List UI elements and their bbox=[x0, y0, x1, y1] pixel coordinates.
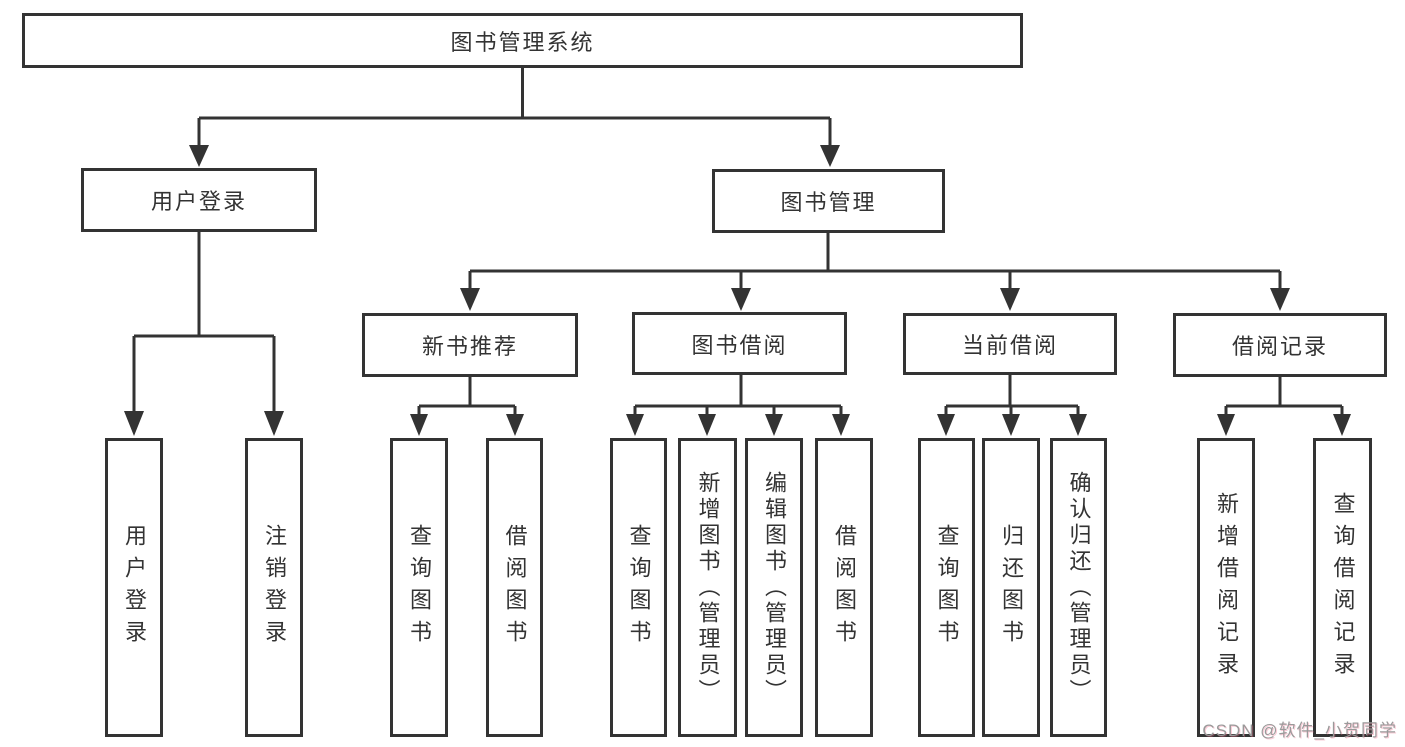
leaf-query-borrow-record-label: 查询借阅记录 bbox=[1330, 491, 1356, 684]
leaf-confirm-return-admin: 确认归还（管理员） bbox=[1050, 438, 1107, 737]
leaf-borrowing-query-books: 查询图书 bbox=[610, 438, 667, 737]
leaf-add-books-admin: 新增图书（管理员） bbox=[678, 438, 737, 737]
node-book-borrowing: 图书借阅 bbox=[632, 312, 847, 375]
leaf-current-query-books: 查询图书 bbox=[918, 438, 975, 737]
node-user-login: 用户登录 bbox=[81, 168, 317, 232]
connector-new-book-recommend-to-leaves bbox=[410, 377, 524, 436]
node-new-book-recommend: 新书推荐 bbox=[362, 313, 578, 377]
leaf-logout-label: 注销登录 bbox=[262, 523, 287, 652]
leaf-recommend-query-books: 查询图书 bbox=[390, 438, 448, 737]
node-user-login-label: 用户登录 bbox=[150, 189, 247, 214]
leaf-recommend-borrow-books: 借阅图书 bbox=[486, 438, 543, 737]
leaf-user-login-label: 用户登录 bbox=[122, 523, 147, 652]
node-new-book-recommend-label: 新书推荐 bbox=[421, 334, 518, 359]
csdn-watermark: CSDN @软件_小贺同学 bbox=[1202, 721, 1397, 740]
connector-root-to-level2 bbox=[189, 68, 840, 167]
leaf-borrowing-borrow-books: 借阅图书 bbox=[815, 438, 873, 737]
node-borrow-records: 借阅记录 bbox=[1173, 313, 1387, 377]
node-library-system: 图书管理系统 bbox=[22, 13, 1023, 68]
node-current-borrowing-label: 当前借阅 bbox=[961, 333, 1058, 358]
leaf-add-borrow-record-label: 新增借阅记录 bbox=[1214, 491, 1239, 684]
node-borrow-records-label: 借阅记录 bbox=[1231, 334, 1328, 359]
leaf-add-books-admin-label: 新增图书（管理员） bbox=[695, 470, 721, 705]
leaf-logout: 注销登录 bbox=[245, 438, 303, 737]
node-library-system-label: 图书管理系统 bbox=[450, 29, 595, 55]
node-current-borrowing: 当前借阅 bbox=[903, 313, 1117, 375]
node-book-borrowing-label: 图书借阅 bbox=[691, 332, 788, 358]
node-book-management-label: 图书管理 bbox=[780, 190, 877, 215]
connector-book-management-to-sections bbox=[460, 233, 1290, 311]
leaf-return-books-label: 归还图书 bbox=[999, 523, 1024, 652]
connector-user-login-to-leaves bbox=[124, 232, 284, 436]
connector-book-borrowing-to-leaves bbox=[626, 375, 850, 436]
leaf-edit-books-admin: 编辑图书（管理员） bbox=[745, 438, 803, 737]
leaf-current-query-books-label: 查询图书 bbox=[934, 523, 960, 652]
connector-borrow-records-to-leaves bbox=[1217, 377, 1351, 436]
leaf-query-borrow-record: 查询借阅记录 bbox=[1313, 438, 1372, 737]
leaf-borrowing-query-books-label: 查询图书 bbox=[626, 523, 652, 652]
leaf-recommend-query-books-label: 查询图书 bbox=[407, 523, 432, 652]
node-book-management: 图书管理 bbox=[712, 169, 945, 233]
leaf-confirm-return-admin-label: 确认归还（管理员） bbox=[1066, 470, 1092, 705]
leaf-return-books: 归还图书 bbox=[982, 438, 1040, 737]
leaf-edit-books-admin-label: 编辑图书（管理员） bbox=[762, 470, 787, 705]
leaf-borrowing-borrow-books-label: 借阅图书 bbox=[832, 523, 857, 652]
leaf-recommend-borrow-books-label: 借阅图书 bbox=[502, 523, 528, 652]
leaf-user-login: 用户登录 bbox=[105, 438, 163, 737]
connector-current-borrowing-to-leaves bbox=[937, 375, 1087, 436]
leaf-add-borrow-record: 新增借阅记录 bbox=[1197, 438, 1255, 737]
